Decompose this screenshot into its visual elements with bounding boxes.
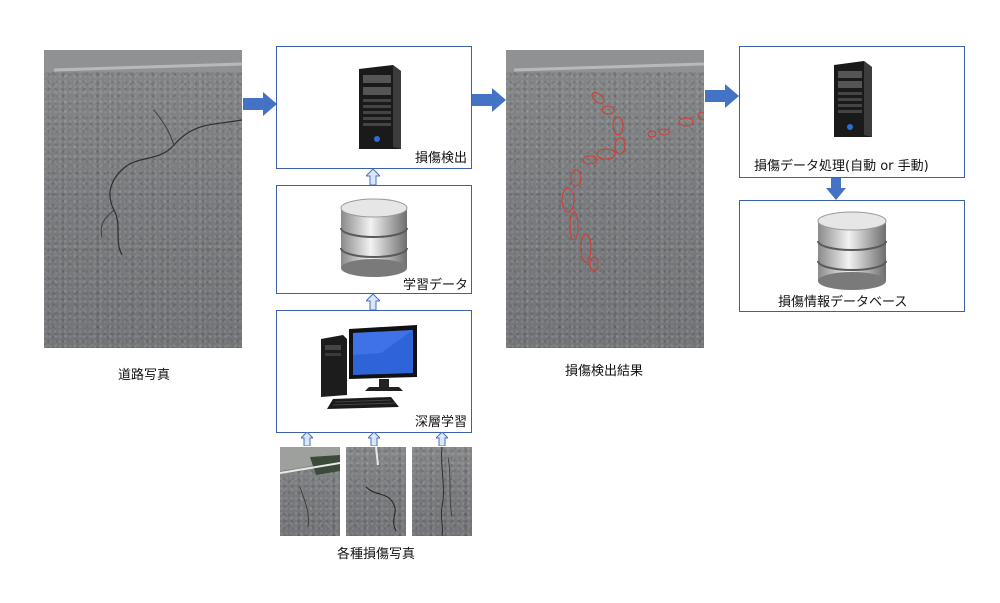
training-data-label: 学習データ [403, 278, 469, 293]
damage-database-label: 損傷情報データベース [778, 295, 908, 310]
arrow-down-icon [826, 178, 846, 200]
arrow-up-icon [301, 432, 313, 446]
desktop-computer-icon [321, 325, 417, 409]
arrow-up-icon [366, 294, 380, 310]
arrow-up-icon [368, 432, 380, 446]
database-icon [340, 198, 408, 277]
damage-detection-box: 損傷検出 [276, 46, 472, 169]
road-photo-caption: 道路写真 [118, 368, 171, 383]
database-icon [817, 211, 887, 290]
arrow-right-icon [243, 92, 277, 116]
arrow-right-icon [472, 88, 506, 112]
deep-learning-box: 深層学習 [276, 310, 472, 433]
data-processing-box: 損傷データ処理(自動 or 手動) [739, 46, 965, 178]
road-photo-crack-lines [44, 50, 242, 256]
damage-detection-label: 損傷検出 [415, 151, 468, 166]
data-processing-label: 損傷データ処理(自動 or 手動) [754, 159, 929, 174]
road-photo [44, 50, 242, 348]
arrow-up-icon [436, 432, 448, 446]
detection-result-photo [506, 50, 704, 348]
server-icon [834, 61, 872, 137]
damage-photo-2 [346, 447, 406, 536]
detection-outlines [506, 50, 704, 272]
damage-photo-1 [280, 447, 340, 536]
server-icon [359, 65, 401, 149]
damage-photo-3 [412, 447, 472, 536]
damage-photos-caption: 各種損傷写真 [337, 547, 416, 562]
arrow-right-icon [705, 84, 739, 108]
training-data-box: 学習データ [276, 185, 472, 294]
detection-result-caption: 損傷検出結果 [565, 364, 644, 379]
damage-database-box: 損傷情報データベース [739, 200, 965, 312]
deep-learning-label: 深層学習 [415, 415, 468, 430]
arrow-up-icon [366, 169, 380, 185]
